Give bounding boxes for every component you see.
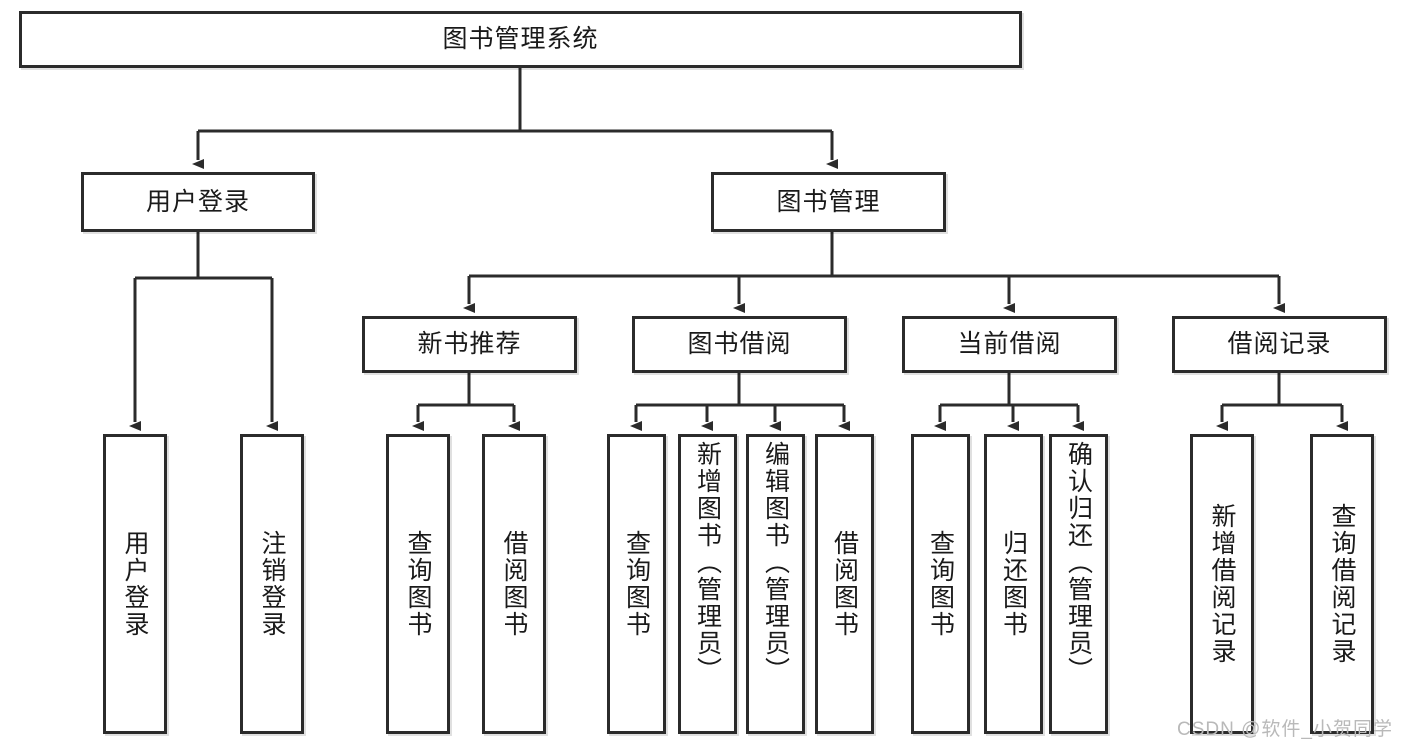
- node-label: 用户登录: [121, 530, 149, 638]
- node-label: 当前借阅: [957, 330, 1062, 359]
- node-leaf-borrow-book-2[interactable]: 借阅图书: [815, 434, 874, 734]
- node-label: 借阅图书: [830, 530, 859, 638]
- node-leaf-query-record[interactable]: 查询借阅记录: [1310, 434, 1374, 734]
- node-label: 图书借阅: [687, 330, 792, 359]
- node-root-system[interactable]: 图书管理系统: [19, 11, 1022, 68]
- node-leaf-add-book[interactable]: 新增图书（管理员）: [678, 434, 737, 734]
- node-label: 编辑图书（管理员）: [761, 441, 790, 684]
- node-leaf-add-record[interactable]: 新增借阅记录: [1190, 434, 1254, 734]
- node-label: 查询图书: [926, 530, 955, 638]
- node-label: 查询图书: [404, 530, 432, 638]
- node-leaf-query-book-2[interactable]: 查询图书: [607, 434, 666, 734]
- node-label: 用户登录: [145, 187, 250, 216]
- node-leaf-return-book[interactable]: 归还图书: [984, 434, 1043, 734]
- node-label: 归还图书: [999, 530, 1028, 638]
- node-label: 新书推荐: [417, 330, 522, 359]
- node-leaf-edit-book[interactable]: 编辑图书（管理员）: [746, 434, 805, 734]
- node-label: 图书管理: [776, 187, 881, 216]
- node-label: 新增图书（管理员）: [693, 441, 722, 684]
- node-label: 确认归还（管理员）: [1064, 441, 1093, 684]
- node-leaf-borrow-book-1[interactable]: 借阅图书: [482, 434, 546, 734]
- node-leaf-confirm-return[interactable]: 确认归还（管理员）: [1049, 434, 1108, 734]
- node-label: 图书管理系统: [442, 25, 599, 54]
- node-label: 查询图书: [622, 530, 651, 638]
- node-borrow-record[interactable]: 借阅记录: [1172, 316, 1387, 373]
- node-user-login[interactable]: 用户登录: [81, 172, 315, 232]
- node-leaf-logout[interactable]: 注销登录: [240, 434, 304, 734]
- csdn-watermark: CSDN @软件_小贺同学: [1177, 719, 1393, 740]
- node-book-borrow[interactable]: 图书借阅: [632, 316, 847, 373]
- node-leaf-query-book-3[interactable]: 查询图书: [911, 434, 970, 734]
- node-label: 借阅图书: [500, 530, 528, 638]
- node-current-borrow[interactable]: 当前借阅: [902, 316, 1117, 373]
- node-label: 注销登录: [258, 530, 286, 638]
- node-label: 查询借阅记录: [1328, 503, 1356, 665]
- node-leaf-query-book-1[interactable]: 查询图书: [386, 434, 450, 734]
- node-book-manage[interactable]: 图书管理: [711, 172, 946, 232]
- node-label: 新增借阅记录: [1208, 503, 1236, 665]
- node-new-book-recommend[interactable]: 新书推荐: [362, 316, 577, 373]
- node-label: 借阅记录: [1227, 330, 1332, 359]
- node-leaf-user-login[interactable]: 用户登录: [103, 434, 167, 734]
